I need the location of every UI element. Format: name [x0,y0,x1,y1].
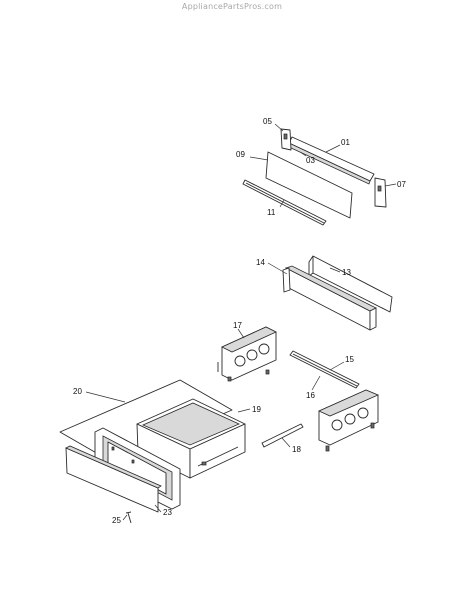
part-15-support-rail[interactable] [289,350,360,389]
leader-lines [85,123,397,521]
callout-18: 18 [292,445,301,454]
part-17-left-side-frame[interactable] [217,326,277,382]
callout-16: 16 [306,391,315,400]
callout-15: 15 [345,355,354,364]
part-07-right-bracket[interactable] [374,177,387,208]
callout-03: 03 [306,156,315,165]
callout-11: 11 [267,208,276,217]
callout-25: 25 [112,516,121,525]
part-right-side-frame[interactable] [318,389,380,452]
part-05-left-bracket[interactable] [280,128,292,151]
part-25-screw[interactable] [125,511,132,524]
part-18-drawer-rail[interactable] [261,423,304,448]
callout-13: 13 [342,268,351,277]
part-11-trim-strip[interactable] [242,179,327,226]
callout-01: 01 [341,138,350,147]
part-14-back-guard[interactable] [282,265,377,331]
callout-09: 09 [236,150,245,159]
part-09-front-panel[interactable] [265,151,353,219]
callout-14: 14 [256,258,265,267]
part-19-drawer-box[interactable] [136,398,246,479]
part-13-back-panel[interactable] [308,255,393,313]
callout-19: 19 [252,405,261,414]
callout-07: 07 [397,180,406,189]
part-23-drawer-front-panel[interactable] [65,445,162,513]
callout-05: 05 [263,117,272,126]
callout-17: 17 [233,321,242,330]
callout-20: 20 [73,387,82,396]
watermark: AppliancePartsPros.com [181,2,283,11]
callout-23: 23 [163,508,172,517]
